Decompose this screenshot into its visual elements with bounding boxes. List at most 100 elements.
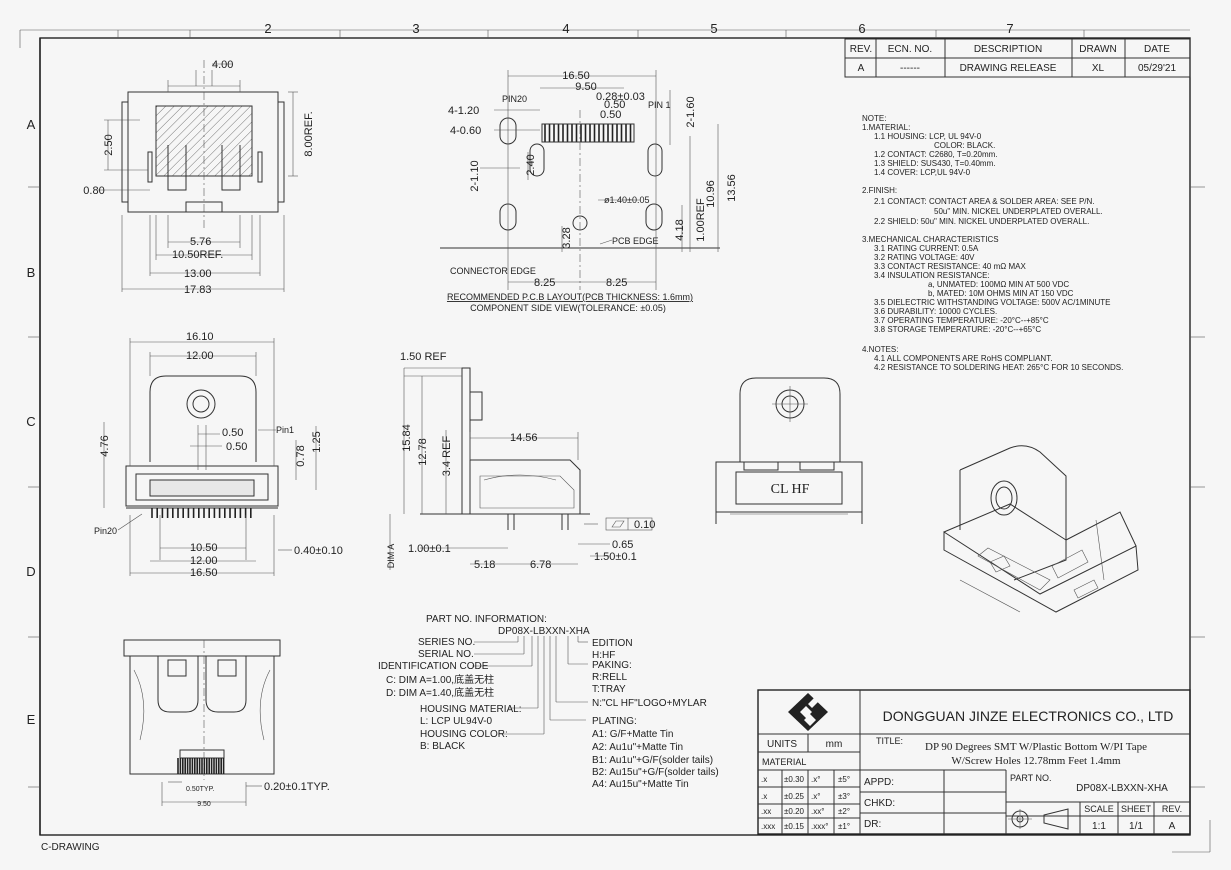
drawing-frame: 2 3 4 5 6 7 A B C D E C-DRAWING: [19, 21, 1211, 853]
tolerance-cell: ±5°: [838, 775, 850, 784]
rev-header: REV.: [850, 44, 872, 55]
tolerance-cell: .xxx: [761, 822, 775, 831]
units-value: mm: [826, 739, 843, 750]
dim-text: 1.00REF: [695, 198, 707, 242]
dim-text: 0.20±0.1TYP.: [264, 781, 330, 793]
dim-text: 16.50: [562, 70, 590, 82]
pin20-label: PIN20: [502, 94, 527, 104]
dim-text: 2.50: [103, 134, 115, 155]
side-view: 1.50 REF 15.84 12.78 3.4 REF 14.56 0.10 …: [386, 351, 655, 571]
tolerance-cell: ±0.30: [784, 775, 805, 784]
tolerance-cell: .xx: [761, 807, 771, 816]
part-info-line: B1: Au1u"+G/F(solder tails): [592, 755, 713, 766]
connector-edge-label: CONNECTOR EDGE: [450, 266, 536, 276]
part-info-title: PART NO. INFORMATION:: [426, 614, 547, 625]
dim-text: 12.78: [417, 438, 429, 466]
dim-text: 12.00: [190, 555, 218, 567]
ecn-value: ------: [900, 63, 920, 74]
pcb-edge-label: PCB EDGE: [612, 236, 659, 246]
part-info-line: B: BLACK: [420, 741, 465, 752]
rear-mark: CL HF: [771, 482, 810, 497]
dim-text: 13.00: [184, 268, 212, 280]
dim-text: 16.50: [190, 567, 218, 579]
tolerance-cell: .xxx°: [811, 822, 828, 831]
bottom-view: 0.50TYP. 9.50 0.20±0.1TYP.: [123, 639, 330, 808]
tolerance-cell: ±2°: [838, 807, 850, 816]
dim-text: 0.40±0.10: [294, 545, 343, 557]
dim-text: 12.00: [186, 350, 214, 362]
note-line: NOTE:: [862, 114, 886, 123]
column-label: 5: [710, 21, 717, 36]
dim-text: 1.50 REF: [400, 351, 447, 363]
dim-text: 0.50: [600, 109, 621, 121]
tolerance-cell: .xx°: [811, 807, 824, 816]
date-header: DATE: [1144, 44, 1170, 55]
note-line: 1.2 CONTACT: C2680, T=0.20mm.: [874, 150, 998, 159]
ecn-header: ECN. NO.: [888, 44, 932, 55]
part-info-line: EDITION: [592, 638, 633, 649]
note-line: 3.1 RATING CURRENT: 0.5A: [874, 244, 979, 253]
tolerance-cell: ±0.15: [784, 822, 805, 831]
note-line: 3.5 DIELECTRIC WITHSTANDING VOLTAGE: 500…: [874, 298, 1111, 307]
dim-text: 0.28±0.03: [596, 91, 645, 103]
row-label: A: [27, 117, 36, 132]
column-label: 6: [858, 21, 865, 36]
part-info-line: PLATING:: [592, 716, 637, 727]
column-label: 2: [264, 21, 271, 36]
dim-text: 8.00REF.: [303, 111, 315, 156]
rev-value: A: [858, 63, 865, 74]
part-info-line: R:RELL: [592, 672, 627, 683]
tolerance-cell: .x°: [811, 775, 820, 784]
part-info-line: N:"CL HF"LOGO+MYLAR: [592, 698, 707, 709]
tolerance-cell: .x: [761, 775, 767, 784]
dim-text: 10.50: [190, 542, 218, 554]
dim-text: 5.18: [474, 559, 495, 571]
date-value: 05/29'21: [1138, 63, 1176, 74]
part-info-line: IDENTIFICATION CODE: [378, 661, 489, 672]
pcb-caption: COMPONENT SIDE VIEW(TOLERANCE: ±0.05): [470, 303, 666, 313]
note-line: 3.7 OPERATING TEMPERATURE: -20°C--+85°C: [874, 316, 1049, 325]
part-info-line: SERIES NO.: [418, 637, 475, 648]
note-line: a, UNMATED: 100MΩ MIN AT 500 VDC: [928, 280, 1069, 289]
part-info-line: PAKING:: [592, 660, 632, 671]
note-line: b, MATED: 10M OHMS MIN AT 150 VDC: [928, 289, 1074, 298]
dim-text: 0.80: [83, 185, 104, 197]
tolerance-cell: ±0.20: [784, 807, 805, 816]
row-label: E: [27, 712, 36, 727]
row-label: B: [27, 265, 36, 280]
title-block: DONGGUAN JINZE ELECTRONICS CO., LTD UNIT…: [757, 689, 1191, 835]
pin1-label: PIN 1: [648, 100, 671, 110]
note-line: 4.1 ALL COMPONENTS ARE RoHS COMPLIANT.: [874, 354, 1052, 363]
material-label: MATERIAL: [762, 757, 806, 767]
tolerance-cell: ±1°: [838, 822, 850, 831]
revision-table: REV. ECN. NO. DESCRIPTION DRAWN DATE A -…: [844, 38, 1191, 78]
note-line: 3.4 INSULATION RESISTANCE:: [874, 271, 990, 280]
tolerance-cell: .x: [761, 792, 767, 801]
pcb-layout-view: 16.50 9.50 0.28±0.03 0.50 0.50 PIN20 PIN…: [440, 70, 738, 313]
dim-text: 5.76: [190, 236, 211, 248]
part-info-line: A2: Au1u"+Matte Tin: [592, 742, 683, 753]
dim-text: 10.50REF.: [172, 249, 223, 261]
dim-text: 3.4 REF: [441, 436, 453, 477]
scale-value: 1:1: [1092, 821, 1106, 832]
dim-text: 15.84: [401, 424, 413, 452]
dim-text: 1.25: [311, 431, 323, 452]
company-logo-icon: [788, 693, 828, 731]
projection-symbol-icon: [1008, 808, 1069, 830]
sheet-label: SHEET: [1121, 804, 1152, 814]
rev-value: A: [1169, 821, 1176, 832]
part-info-line: HOUSING COLOR:: [420, 729, 508, 740]
note-line: 1.3 SHIELD: SUS430, T=0.40mm.: [874, 159, 995, 168]
tolerance-cell: .x°: [811, 792, 820, 801]
note-line: 3.MECHANICAL CHARACTERISTICS: [862, 235, 999, 244]
description-header: DESCRIPTION: [974, 44, 1042, 55]
pin20-label: Pin20: [94, 526, 117, 536]
company-name: DONGGUAN JINZE ELECTRONICS CO., LTD: [883, 708, 1174, 724]
dim-text: 9.50: [575, 81, 596, 93]
drawing-title: W/Screw Holes 12.78mm Feet 1.4mm: [951, 755, 1121, 767]
dim-text: 17.83: [184, 284, 212, 296]
dim-text: 0.65: [612, 539, 633, 551]
drawing-title: DP 90 Degrees SMT W/Plastic Bottom W/PI …: [925, 741, 1147, 753]
dim-text: 0.50: [222, 427, 243, 439]
note-line: 3.6 DURABILITY: 10000 CYCLES.: [874, 307, 997, 316]
